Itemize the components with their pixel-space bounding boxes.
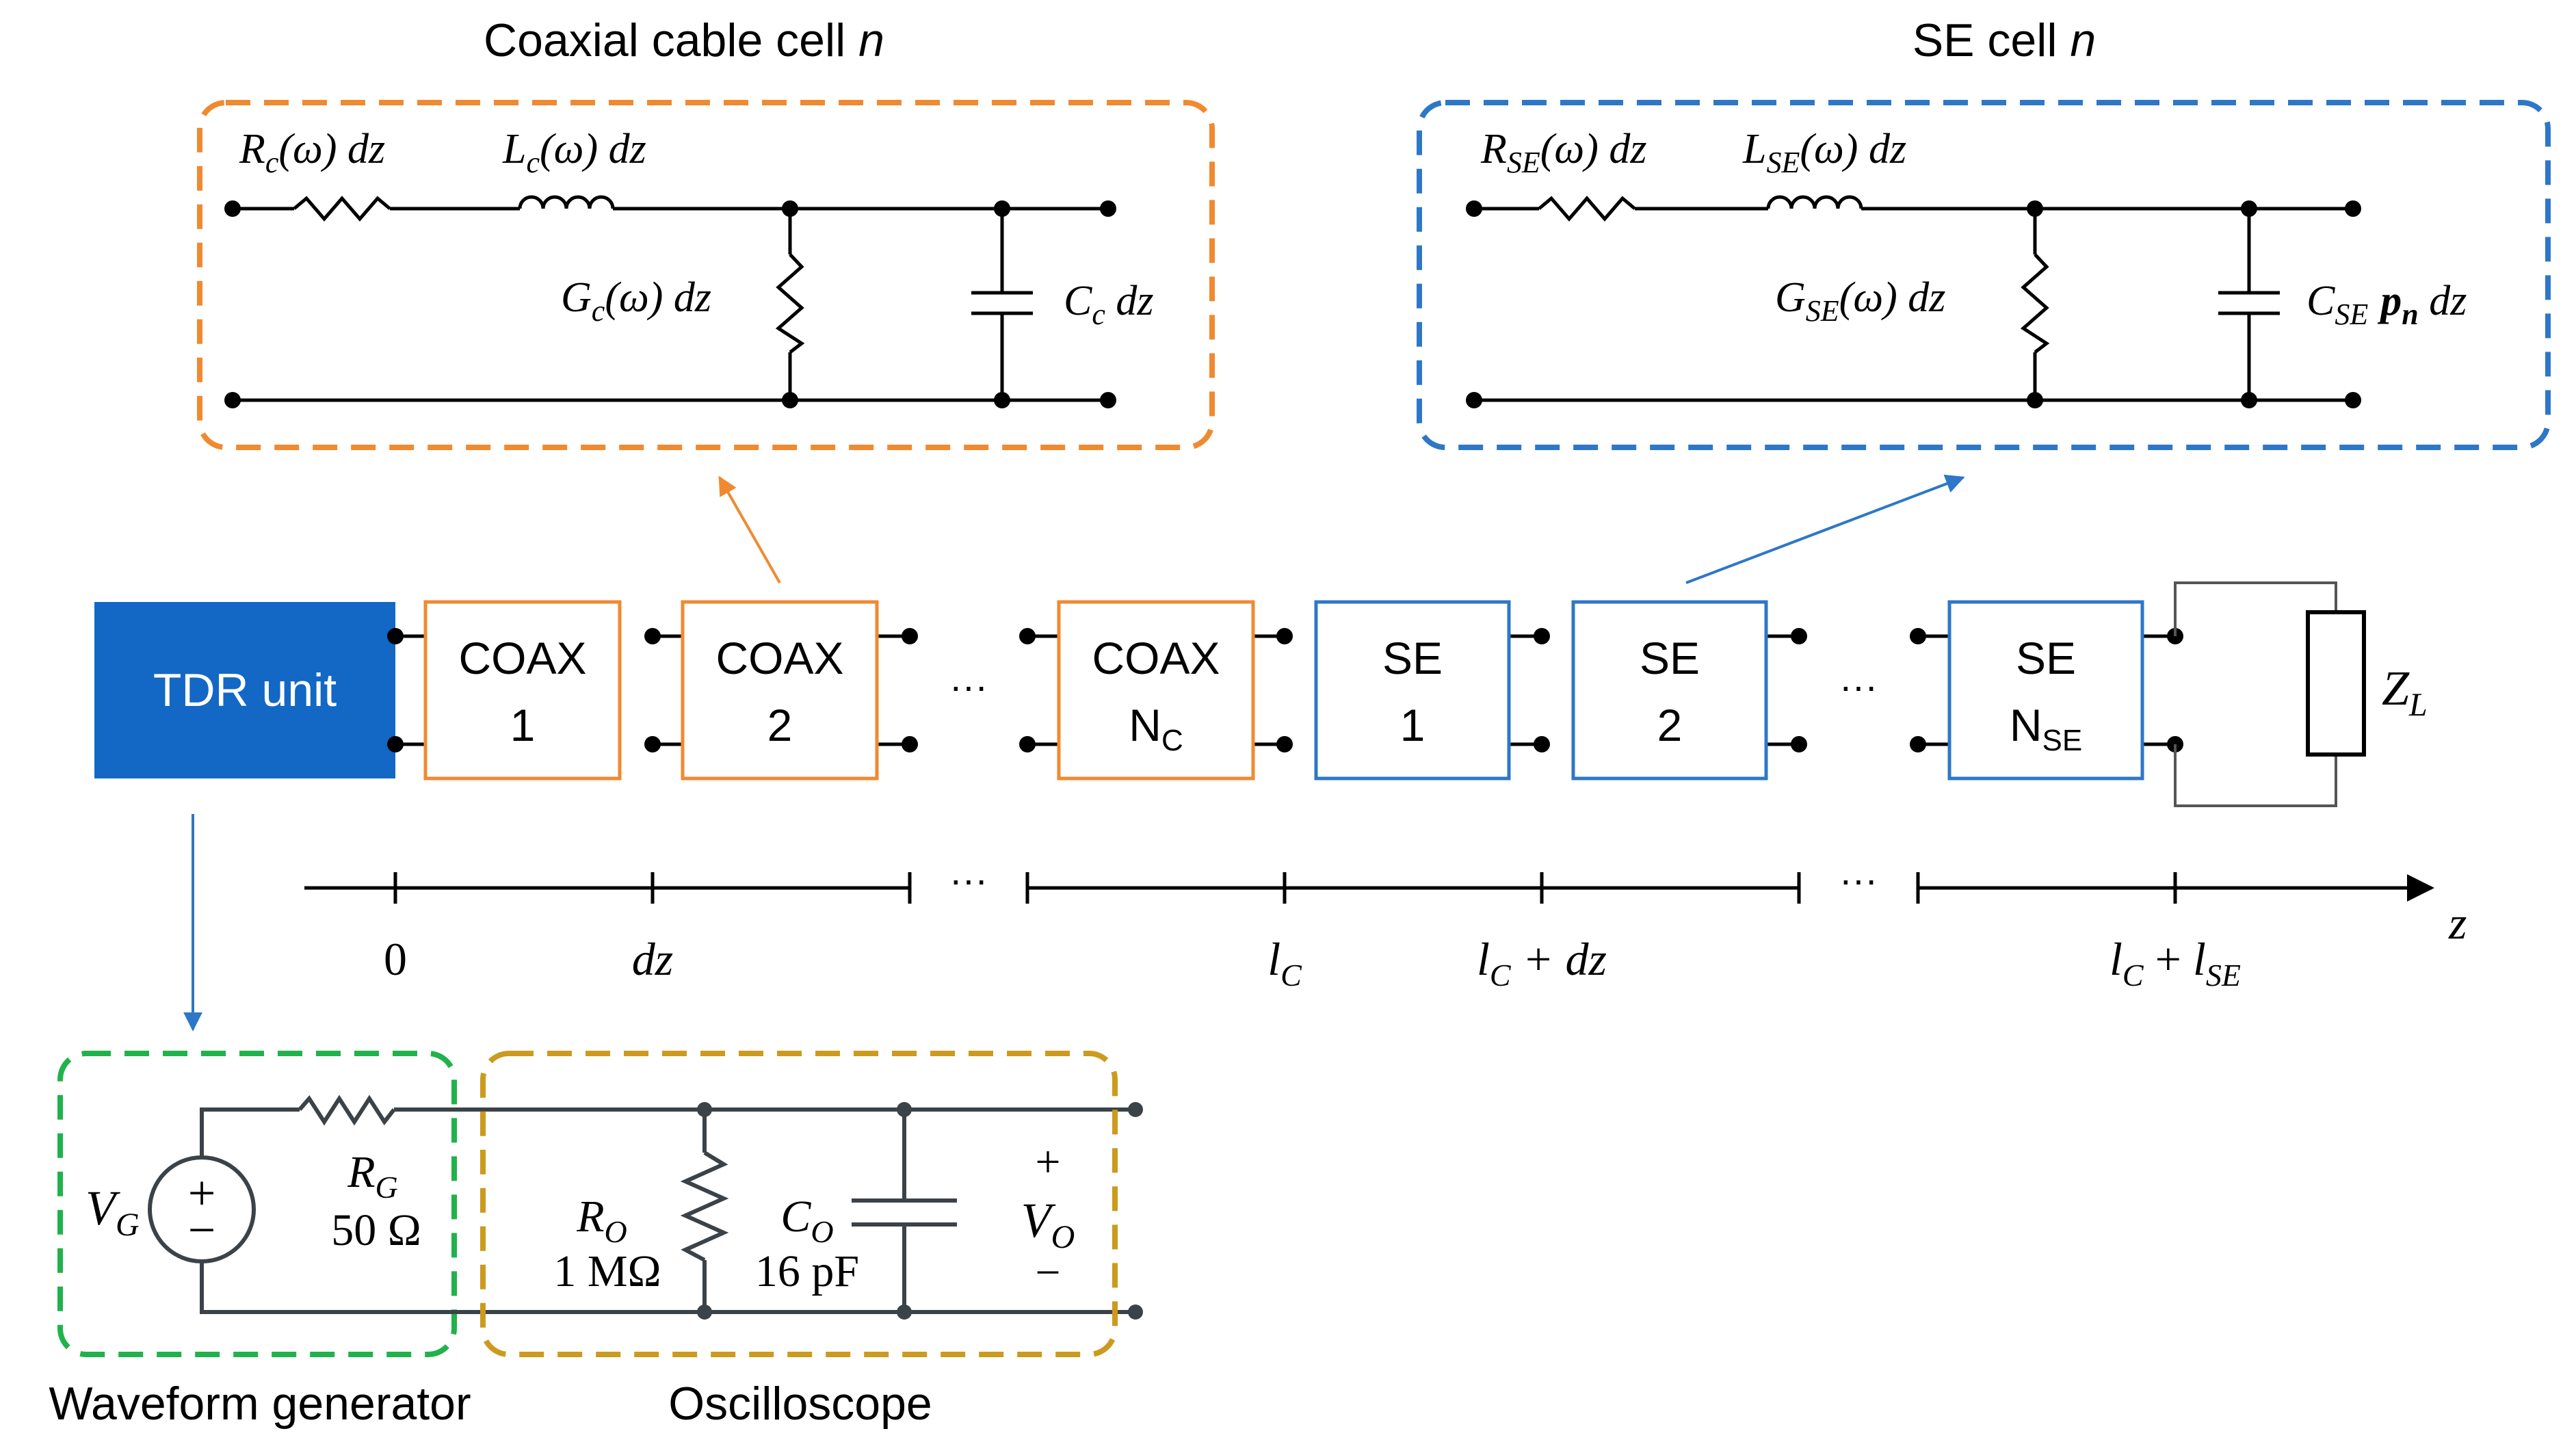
se-block-2: SE 2	[1571, 600, 1768, 781]
svg-text:2: 2	[1657, 700, 1683, 750]
svg-text:1: 1	[1400, 700, 1425, 750]
source-plus: +	[188, 1166, 216, 1220]
coax-cell-detail: Coaxial cable cell n R	[197, 14, 1215, 450]
chain-terminals	[387, 628, 2183, 752]
output-minus: −	[1035, 1248, 1060, 1298]
generator-resistor	[298, 1094, 396, 1126]
coax-detail-pointer	[718, 475, 781, 584]
se-cell-title: SE cell n	[1913, 14, 2096, 66]
se-inductor	[1766, 195, 1863, 209]
output-voltage-label: VO	[1021, 1193, 1075, 1255]
generator-resistor-value: 50 Ω	[331, 1205, 421, 1255]
coax-inductor	[518, 195, 615, 209]
coax-resistor	[293, 196, 391, 222]
oscilloscope-capacitor	[852, 1198, 957, 1227]
output-plus: +	[1035, 1137, 1060, 1187]
se-resistor	[1538, 196, 1636, 222]
svg-text:COAX: COAX	[1092, 633, 1220, 683]
se-cell-nodes	[1466, 200, 2361, 408]
oscilloscope-frame	[480, 1051, 1118, 1357]
se-block-n: SE NSE	[1947, 600, 2144, 781]
svg-text:NSE: NSE	[2010, 700, 2082, 757]
se-cell-frame	[1417, 100, 2551, 450]
load-impedance-label: ZL	[2382, 661, 2428, 723]
svg-text:SE: SE	[1382, 633, 1443, 683]
oscilloscope-resistor-label: RO	[576, 1192, 627, 1249]
se-detail-pointer	[1685, 474, 1965, 584]
coax-capacitor-label: Cc dz	[1064, 278, 1154, 331]
tick-label-lc-plus-dz: lC + dz	[1477, 933, 1607, 993]
coax-chain-ellipsis: ···	[949, 664, 988, 707]
oscilloscope-resistor-value: 1 MΩ	[553, 1246, 661, 1296]
oscilloscope-nodes	[697, 1102, 1143, 1320]
coax-block-n: COAX NC	[1057, 600, 1255, 781]
source-minus: −	[188, 1203, 216, 1257]
svg-text:1: 1	[510, 700, 536, 750]
tick-label-zero: 0	[384, 933, 407, 985]
svg-text:2: 2	[767, 700, 793, 750]
generator-resistor-label: RG	[347, 1147, 398, 1205]
oscilloscope: Oscilloscope RO 1 MΩ CO 16 pF + VO −	[480, 1051, 1143, 1430]
se-block-1: SE 1	[1314, 600, 1511, 781]
coax-resistor-label: Rc(ω) dz	[239, 126, 385, 179]
tdr-unit-label: TDR unit	[153, 664, 337, 716]
coax-cell-frame	[197, 100, 1215, 450]
se-chain-ellipsis: ···	[1839, 664, 1878, 707]
z-axis-ellipsis-1: ···	[949, 858, 988, 901]
coax-cell-nodes	[224, 200, 1116, 408]
se-capacitor	[2218, 291, 2280, 315]
se-inductor-label: LSE(ω) dz	[1742, 126, 1906, 179]
z-axis-ticks	[393, 872, 2177, 904]
svg-text:SE: SE	[2016, 633, 2076, 683]
svg-text:SE: SE	[1640, 633, 1700, 683]
se-conductance	[2020, 253, 2050, 354]
oscilloscope-capacitor-label: CO	[780, 1192, 833, 1249]
z-axis: ··· ··· z 0 dz lC lC + dz lC + lSE	[304, 858, 2467, 993]
generator-frame	[57, 1051, 457, 1357]
coax-inductor-label: Lc(ω) dz	[502, 126, 646, 179]
oscilloscope-resistor	[680, 1151, 729, 1262]
coax-capacitor	[971, 291, 1033, 315]
generator-caption: Waveform generator	[49, 1378, 471, 1430]
load-impedance: ZL	[2174, 581, 2428, 807]
coax-block-1: COAX 1	[423, 600, 622, 781]
coax-cell-title: Coaxial cable cell n	[484, 14, 884, 66]
se-conductance-label: GSE(ω) dz	[1775, 274, 1945, 328]
coax-block-2: COAX 2	[681, 600, 879, 781]
tick-label-dz: dz	[632, 933, 673, 985]
coax-conductance-label: Gc(ω) dz	[561, 274, 711, 328]
tdr-unit-block	[94, 602, 395, 778]
z-axis-ellipsis-2: ···	[1839, 858, 1878, 901]
cell-chain: TDR unit COAX 1 COAX 2 ···	[94, 581, 2428, 807]
se-resistor-label: RSE(ω) dz	[1480, 126, 1646, 179]
svg-text:COAX: COAX	[458, 633, 586, 683]
z-axis-label: z	[2448, 897, 2467, 949]
oscilloscope-caption: Oscilloscope	[668, 1378, 932, 1430]
oscilloscope-capacitor-value: 16 pF	[755, 1246, 859, 1296]
waveform-generator: Waveform generator + − VG RG 50 Ω	[49, 1051, 1135, 1430]
voltage-source-icon	[148, 1155, 256, 1263]
svg-text:NC: NC	[1129, 700, 1183, 757]
se-cell-detail: SE cell n RSE(ω) dz LSE(ω)	[1417, 14, 2551, 450]
coax-conductance	[775, 253, 805, 354]
tick-label-lc: lC	[1267, 933, 1302, 993]
tick-label-lc-plus-lse: lC + lSE	[2110, 933, 2241, 993]
source-label: VG	[86, 1181, 140, 1243]
svg-text:COAX: COAX	[715, 633, 843, 683]
